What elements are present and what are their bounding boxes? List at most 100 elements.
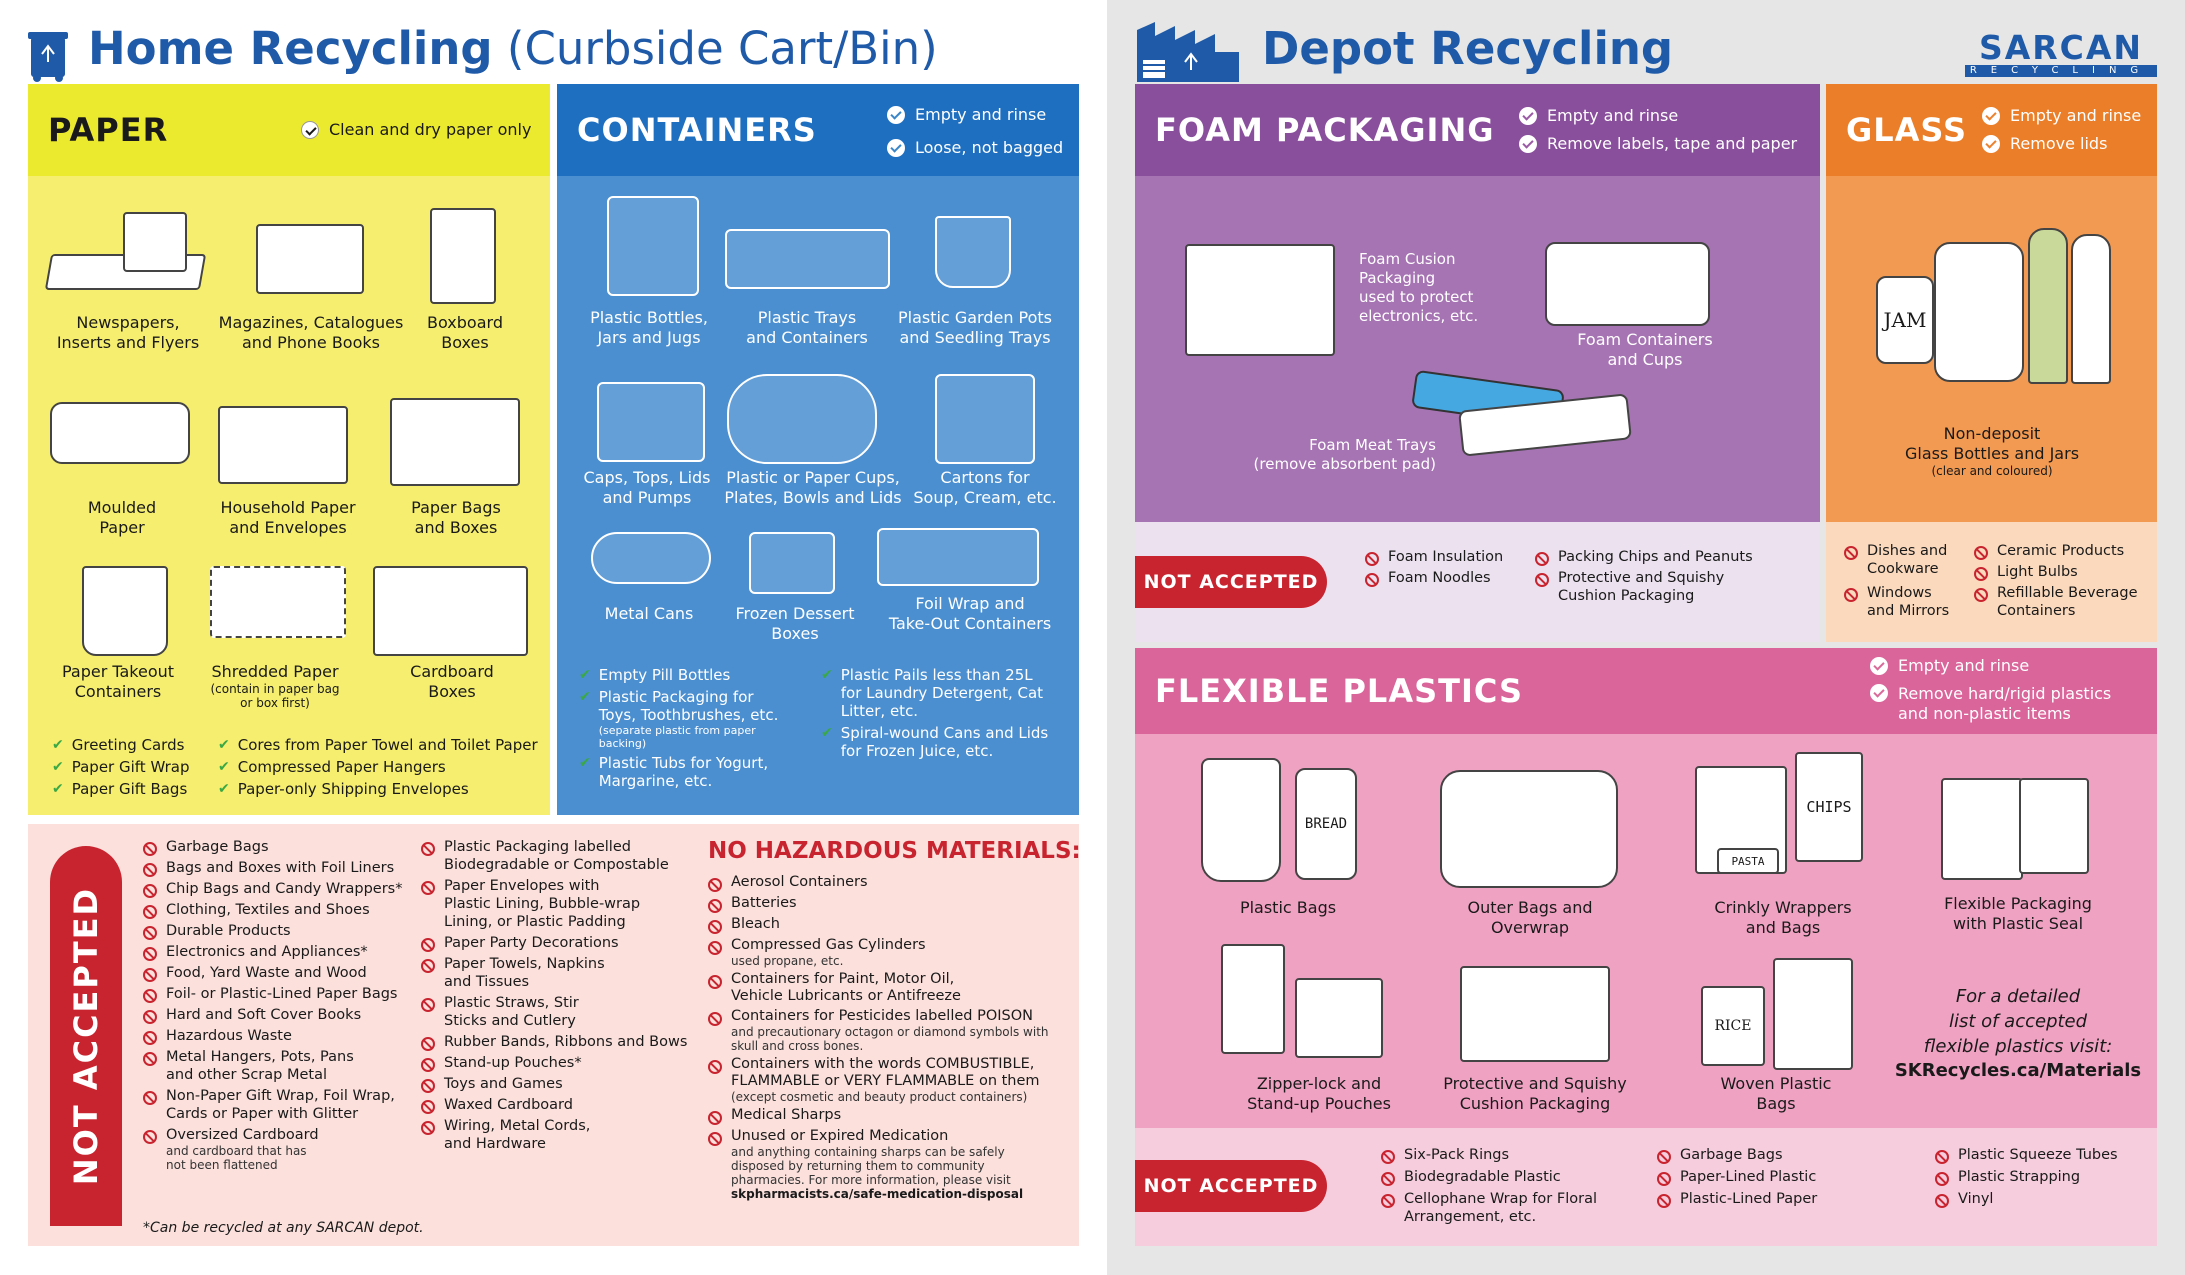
overwrap-illustration bbox=[1440, 770, 1618, 888]
tick-item: Compressed Paper Hangers bbox=[218, 756, 538, 778]
prohibited-icon bbox=[421, 1100, 435, 1114]
prohibited-icon bbox=[708, 941, 722, 955]
not-accepted-item: Ceramic Products bbox=[1974, 542, 2138, 560]
prohibited-icon bbox=[143, 926, 157, 940]
foam-heading: FOAM PACKAGING bbox=[1155, 111, 1495, 149]
not-accepted-item: Clothing, Textiles and Shoes bbox=[143, 901, 428, 919]
glass-item-caption: Non-deposit Glass Bottles and Jars (clea… bbox=[1904, 424, 2080, 478]
not-accepted-item: Vinyl bbox=[1935, 1190, 2118, 1208]
containers-panel: CONTAINERS Empty and rinse Loose, not ba… bbox=[557, 84, 1079, 815]
flexible-not-accepted-badge: NOT ACCEPTED bbox=[1135, 1160, 1327, 1212]
foil-wrap-illustration bbox=[877, 528, 1039, 586]
paper-ticks-col1: Greeting Cards Paper Gift Wrap Paper Gif… bbox=[52, 734, 190, 800]
containers-item-caption: Frozen Dessert Boxes bbox=[735, 604, 855, 643]
hazard-item: Medical Sharps bbox=[708, 1107, 1073, 1125]
foam-item-caption: Foam Meat Trays (remove absorbent pad) bbox=[1253, 436, 1436, 473]
foam-container-illustration bbox=[1545, 242, 1710, 326]
prohibited-icon bbox=[143, 1031, 157, 1045]
sarcan-logo: SARCAN RECYCLING bbox=[1965, 31, 2157, 77]
paper-bags-illustration bbox=[390, 398, 520, 486]
prohibited-icon bbox=[143, 905, 157, 919]
containers-checks: Empty and rinse Loose, not bagged bbox=[887, 98, 1063, 164]
tick-item: Plastic Tubs for Yogurt, Margarine, etc. bbox=[579, 754, 778, 790]
flexible-info-text: For a detailed list of accepted flexible… bbox=[1923, 986, 2113, 1057]
containers-check-item: Loose, not bagged bbox=[887, 131, 1063, 164]
household-paper-illustration bbox=[218, 406, 348, 484]
not-accepted-item: Packing Chips and Peanuts bbox=[1535, 548, 1753, 566]
paper-item-caption: Boxboard Boxes bbox=[427, 313, 503, 352]
paper-item-caption: Paper Takeout Containers bbox=[61, 662, 175, 701]
not-accepted-item: Plastic-Lined Paper bbox=[1657, 1190, 1817, 1208]
flexible-item-caption: Protective and Squishy Cushion Packaging bbox=[1443, 1074, 1627, 1113]
tick-item: Greeting Cards bbox=[52, 734, 189, 756]
not-accepted-item: Bags and Boxes with Foil Liners bbox=[143, 859, 428, 877]
flexible-heading: FLEXIBLE PLASTICS bbox=[1155, 672, 1523, 710]
containers-item-caption: Plastic Garden Pots and Seedling Trays bbox=[897, 308, 1053, 347]
green-bottle-illustration bbox=[2028, 228, 2068, 384]
medication-disposal-link[interactable]: skpharmacists.ca/safe-medication-disposa… bbox=[731, 1187, 1024, 1201]
containers-check-item: Empty and rinse bbox=[887, 98, 1063, 131]
not-accepted-item: Garbage Bags bbox=[1657, 1146, 1817, 1164]
skrecycles-link[interactable]: SKRecycles.ca/Materials bbox=[1894, 1060, 2142, 1081]
checkmark-icon bbox=[1519, 135, 1537, 153]
clear-bottle-illustration bbox=[2071, 234, 2111, 384]
prohibited-icon bbox=[1365, 552, 1379, 566]
foam-check-item: Empty and rinse bbox=[1519, 102, 1797, 130]
prohibited-icon bbox=[143, 842, 157, 856]
not-accepted-item: Food, Yard Waste and Wood bbox=[143, 964, 428, 982]
depot-recycling-title: Depot Recycling bbox=[1262, 22, 1674, 75]
prohibited-icon bbox=[708, 920, 722, 934]
home-not-accepted-panel: NOT ACCEPTED Garbage Bags Bags and Boxes… bbox=[28, 824, 1081, 1246]
prohibited-icon bbox=[1657, 1150, 1671, 1164]
prohibited-icon bbox=[1535, 573, 1549, 587]
prohibited-icon bbox=[421, 1058, 435, 1072]
paper-item-caption: Moulded Paper bbox=[87, 498, 157, 537]
checkmark-icon bbox=[1870, 657, 1888, 675]
not-accepted-item: Light Bulbs bbox=[1974, 563, 2138, 581]
not-accepted-item: Paper-Lined Plastic bbox=[1657, 1168, 1817, 1186]
prohibited-icon bbox=[421, 1079, 435, 1093]
tick-item: Plastic Packaging for Toys, Toothbrushes… bbox=[579, 688, 779, 750]
prohibited-icon bbox=[143, 863, 157, 877]
cardboard-box-illustration bbox=[373, 566, 528, 656]
not-accepted-item: Protective and Squishy Cushion Packaging bbox=[1535, 569, 1753, 605]
plastic-bag-illustration bbox=[1201, 758, 1281, 882]
checkmark-icon bbox=[1982, 135, 2000, 153]
prohibited-icon bbox=[421, 938, 435, 952]
prohibited-icon bbox=[1974, 567, 1988, 581]
garden-pot-illustration bbox=[935, 216, 1011, 288]
containers-item-caption: Foil Wrap and Take-Out Containers bbox=[888, 594, 1052, 633]
not-accepted-item: Paper Envelopes with Plastic Lining, Bub… bbox=[421, 877, 711, 931]
prohibited-icon bbox=[708, 899, 722, 913]
prohibited-icon bbox=[421, 842, 435, 856]
foam-not-accepted-col1: Foam Insulation Foam Noodles bbox=[1365, 548, 1503, 590]
paper-panel: PAPER Clean and dry paper only Newspaper… bbox=[28, 84, 550, 815]
not-accepted-item: Plastic Packaging labelled Biodegradable… bbox=[421, 838, 711, 874]
prohibited-icon bbox=[1381, 1150, 1395, 1164]
containers-item-caption: Metal Cans bbox=[604, 604, 694, 623]
cushion-packaging-illustration bbox=[1460, 966, 1610, 1062]
not-accepted-item: Six-Pack Rings bbox=[1381, 1146, 1597, 1164]
not-accepted-item: Rubber Bands, Ribbons and Bows bbox=[421, 1033, 711, 1051]
flexible-item-caption: Woven Plastic Bags bbox=[1720, 1074, 1832, 1113]
prohibited-icon bbox=[708, 1012, 722, 1026]
prohibited-icon bbox=[1381, 1194, 1395, 1208]
tick-item: Cores from Paper Towel and Toilet Paper bbox=[218, 734, 538, 756]
foam-item-caption: Foam Cusion Packaging used to protect el… bbox=[1359, 250, 1479, 325]
checkmark-icon bbox=[887, 138, 905, 157]
paper-check-item: Clean and dry paper only bbox=[301, 116, 531, 144]
containers-ticks-col2: Plastic Pails less than 25L for Laundry … bbox=[821, 666, 1049, 760]
prohibited-icon bbox=[1844, 546, 1858, 560]
checkmark-icon bbox=[1870, 684, 1888, 702]
flexible-checks: Empty and rinse Remove hard/rigid plasti… bbox=[1870, 650, 2111, 724]
cups-plates-illustration bbox=[727, 374, 877, 464]
not-accepted-col1: Garbage Bags Bags and Boxes with Foil Li… bbox=[143, 838, 428, 1175]
tick-item: Empty Pill Bottles bbox=[579, 666, 778, 684]
tick-item: Paper Gift Wrap bbox=[52, 756, 190, 778]
not-accepted-vertical-label: NOT ACCEPTED bbox=[67, 886, 105, 1186]
not-accepted-item: Hazardous Waste bbox=[143, 1027, 428, 1045]
glass-panel: GLASS Empty and rinse Remove lids JAM No… bbox=[1826, 84, 2157, 642]
paper-item-caption: Shredded Paper (contain in paper bag or … bbox=[210, 662, 340, 710]
prohibited-icon bbox=[1844, 588, 1858, 602]
flexible-header: FLEXIBLE PLASTICS bbox=[1135, 648, 2157, 734]
